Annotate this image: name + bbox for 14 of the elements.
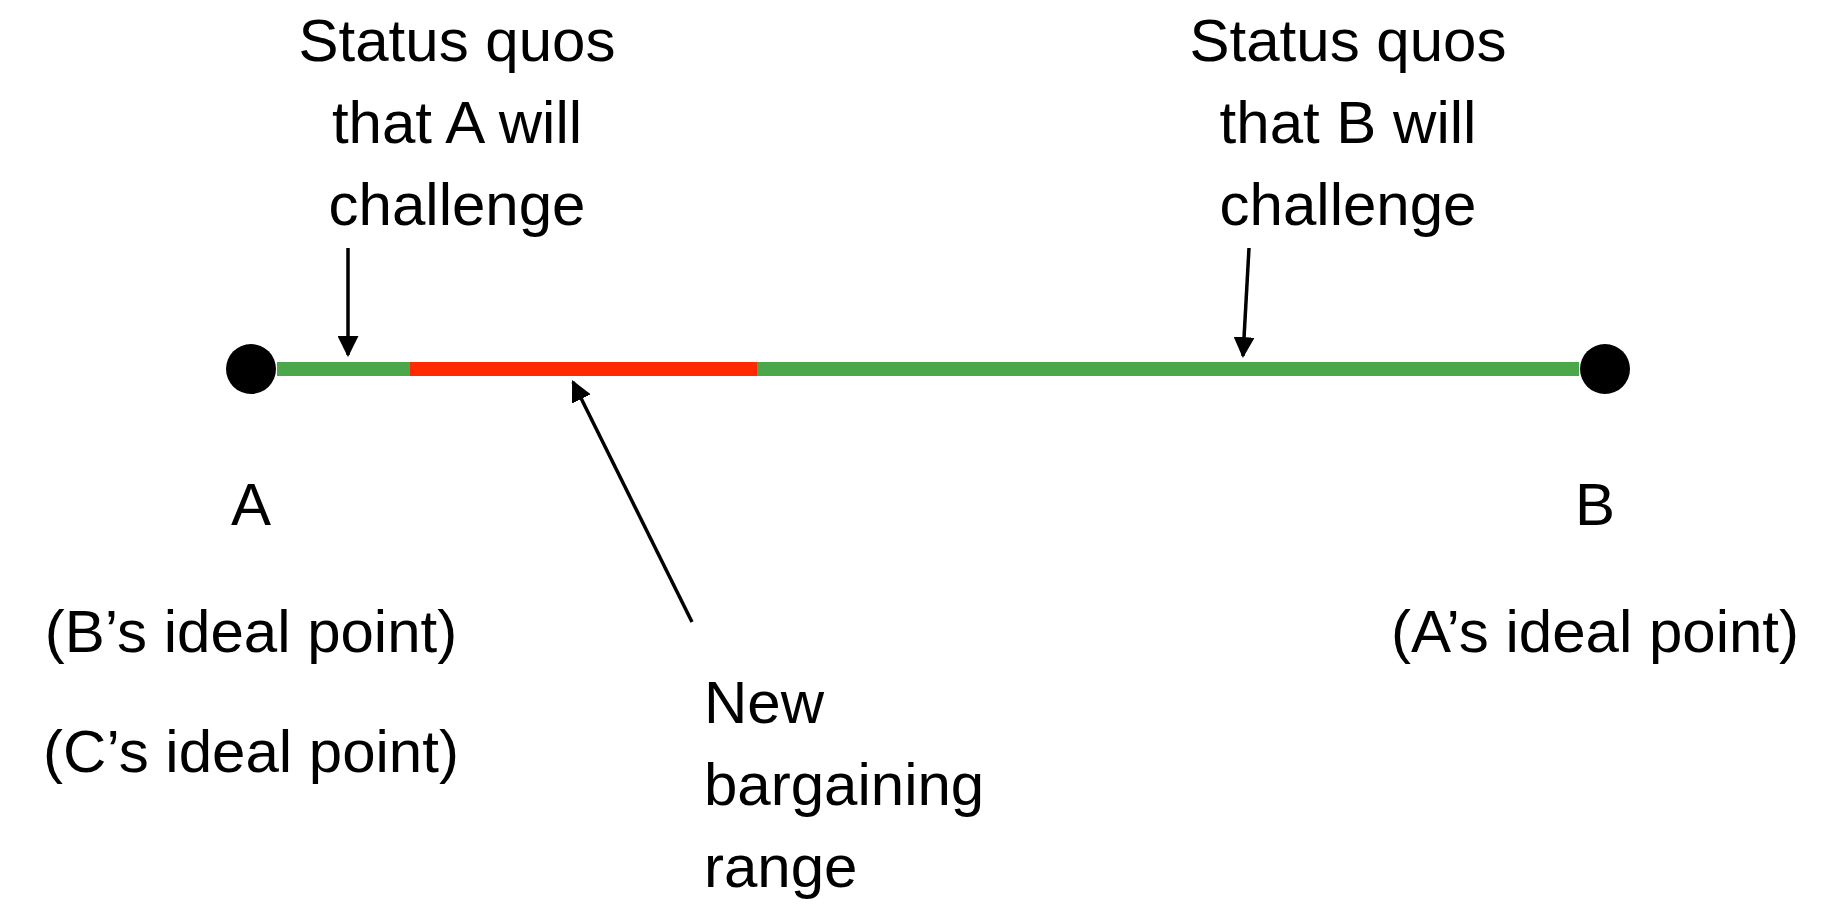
point-label: (A’s ideal point) bbox=[1391, 597, 1799, 667]
point-label: (C’s ideal point) bbox=[43, 717, 459, 787]
line-segment bbox=[277, 362, 410, 376]
annotation-text: New bargaining range bbox=[704, 662, 1084, 908]
point-label: (B’s ideal point) bbox=[44, 597, 458, 667]
line-segment bbox=[757, 362, 1579, 376]
leader-arrow bbox=[1233, 247, 1255, 359]
point-label: A bbox=[231, 470, 271, 540]
leader-arrow bbox=[571, 380, 694, 623]
annotation-text: Status quos that A will challenge bbox=[267, 0, 647, 246]
annotation-text: Status quos that B will challenge bbox=[1158, 0, 1538, 246]
point-label: B bbox=[1575, 470, 1615, 540]
leader-arrow bbox=[337, 248, 359, 358]
line-segment bbox=[410, 362, 757, 376]
